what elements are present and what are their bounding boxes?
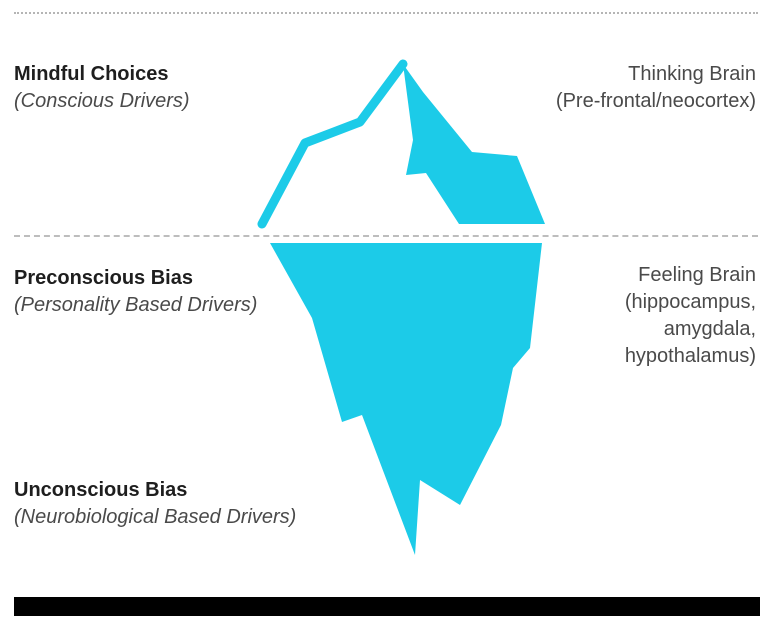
feeling-brain-title: Feeling Brain (638, 264, 756, 286)
unconscious-bias-title: Unconscious Bias (14, 479, 188, 501)
feeling-brain-region-1: (hippocampus, (624, 291, 756, 313)
feeling-brain-region-2: amygdala, (663, 318, 756, 340)
thinking-brain-regions: (Pre-frontal/neocortex) (555, 90, 756, 112)
conscious-level-label: Mindful Choices (Conscious Drivers) (14, 61, 190, 115)
preconscious-bias-title: Preconscious Bias (14, 267, 193, 289)
thinking-brain-label: Thinking Brain (Pre-frontal/neocortex) (556, 61, 756, 115)
preconscious-level-label: Preconscious Bias (Personality Based Dri… (14, 265, 257, 319)
top-divider (14, 12, 758, 14)
waterline-divider (14, 235, 758, 237)
thinking-brain-title: Thinking Brain (628, 63, 756, 85)
iceberg-tip-face (403, 64, 545, 224)
iceberg-tip-outline (257, 59, 408, 229)
feeling-brain-region-3: hypothalamus) (624, 345, 756, 367)
conscious-drivers-subtitle: (Conscious Drivers) (14, 90, 190, 112)
personality-drivers-subtitle: (Personality Based Drivers) (14, 294, 258, 316)
bottom-bar (14, 597, 760, 616)
unconscious-level-label: Unconscious Bias (Neurobiological Based … (14, 477, 296, 531)
mindful-choices-title: Mindful Choices (14, 63, 169, 85)
neurobiological-drivers-subtitle: (Neurobiological Based Drivers) (14, 506, 297, 528)
iceberg-underwater-mass (270, 243, 542, 555)
feeling-brain-label: Feeling Brain (hippocampus, amygdala, hy… (625, 262, 756, 370)
